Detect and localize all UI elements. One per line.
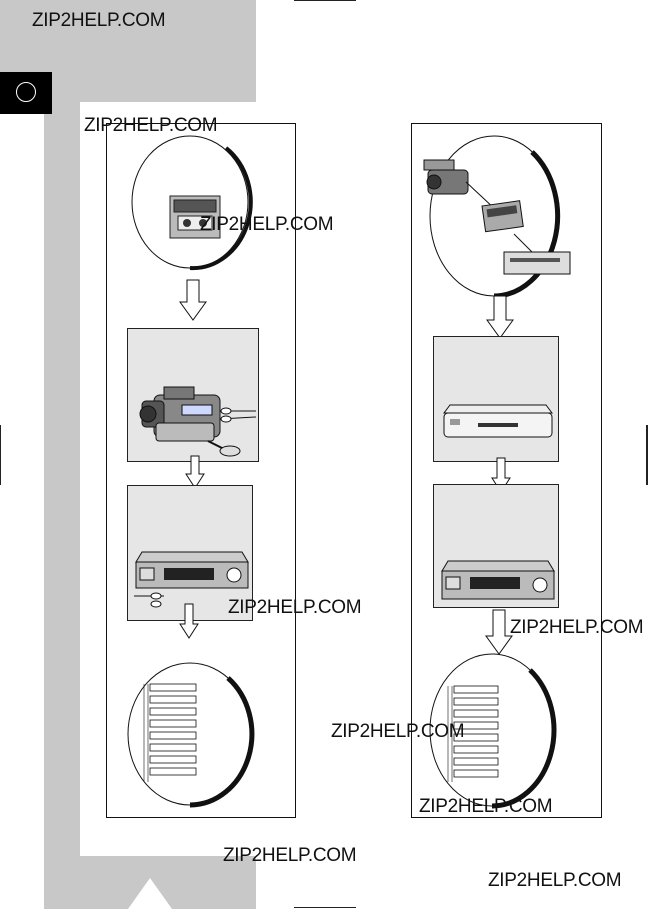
cassette-icon (169, 195, 221, 239)
top-rule (294, 0, 356, 1)
language-tab (0, 72, 52, 114)
arrow-down-icon (179, 603, 199, 639)
tape-stack-circle-figure (127, 662, 255, 808)
camcorder-icon (139, 386, 257, 457)
watermark: ZIP2HELP.COM (223, 845, 357, 866)
small-camcorder-icon (423, 159, 469, 195)
tape-stack-circle-figure (429, 653, 557, 809)
small-cassette-icon (481, 200, 524, 233)
watermark: ZIP2HELP.COM (419, 796, 553, 817)
vcr-slim-panel (433, 336, 559, 462)
eject-circle-figure (423, 135, 571, 299)
arrow-down-icon (485, 609, 513, 655)
vcr-slim-icon (443, 404, 553, 438)
watermark: ZIP2HELP.COM (488, 870, 622, 891)
watermark: ZIP2HELP.COM (200, 214, 334, 235)
left-edge-mark (0, 425, 1, 485)
vcr-panel-left (127, 485, 253, 621)
watermark: ZIP2HELP.COM (84, 115, 218, 136)
cassette-circle-figure (131, 135, 253, 271)
right-edge-mark (646, 425, 648, 485)
left-grey-band (44, 102, 80, 909)
triangle-icon (128, 878, 172, 909)
watermark: ZIP2HELP.COM (331, 721, 465, 742)
arrow-down-icon (486, 295, 514, 339)
watermark: ZIP2HELP.COM (32, 10, 166, 31)
camcorder-panel (127, 328, 259, 462)
arrow-down-icon (185, 455, 205, 489)
vcr-panel-right (433, 484, 559, 608)
vcr-icon (441, 560, 555, 600)
vcr-icon (134, 551, 249, 608)
arrow-down-icon (179, 279, 207, 321)
watermark: ZIP2HELP.COM (228, 597, 362, 618)
watermark: ZIP2HELP.COM (510, 617, 644, 638)
circle-icon (16, 82, 36, 102)
bottom-rule (294, 907, 356, 908)
